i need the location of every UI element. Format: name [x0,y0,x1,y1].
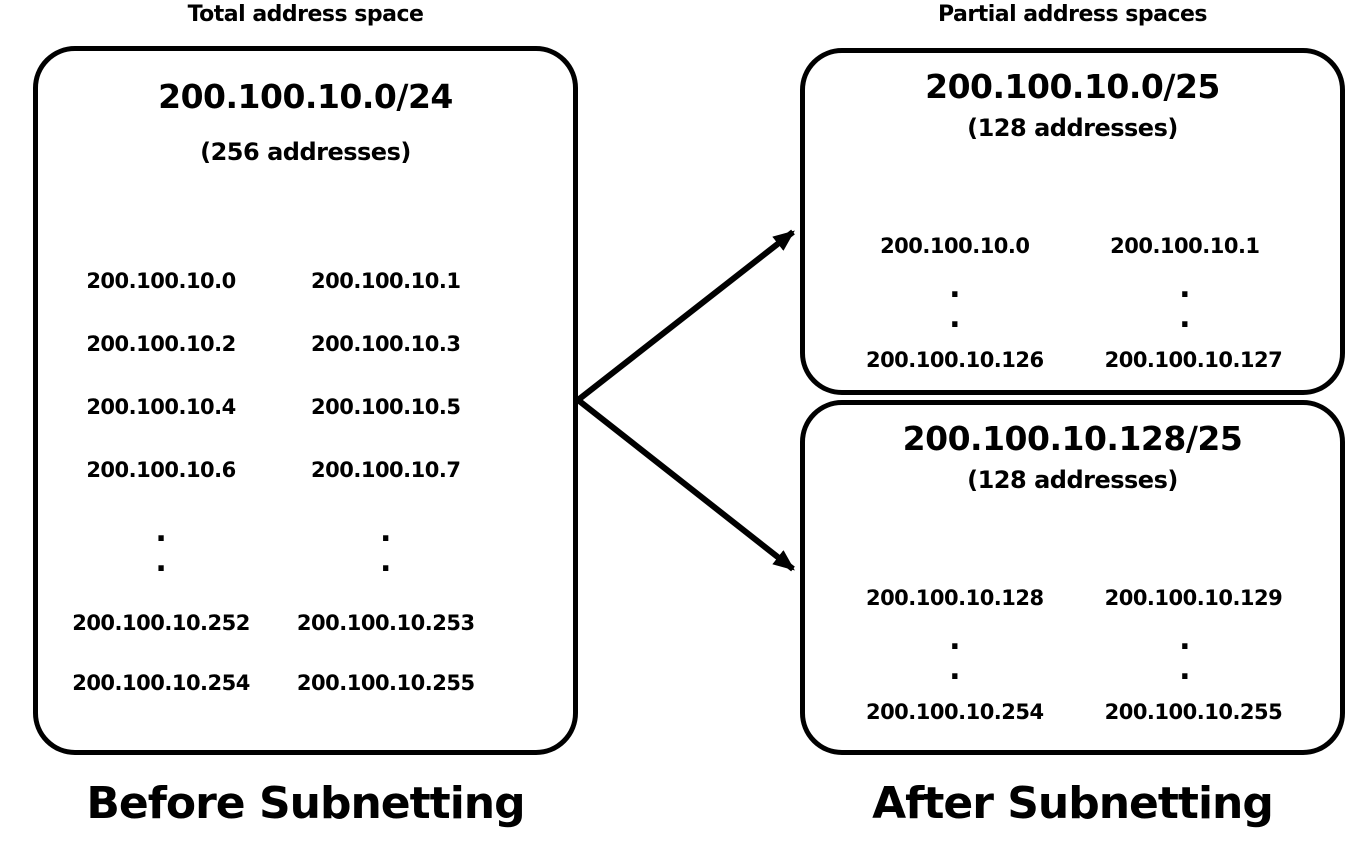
ip-address: 200.100.10.7 [311,457,461,482]
address-row: 200.100.10.126 200.100.10.127 [805,345,1340,375]
ellipsis-row: . . . . [805,613,1340,697]
address-list: 200.100.10.0 200.100.10.1 200.100.10.2 2… [38,249,573,713]
ip-address: 200.100.10.128 [865,586,1044,610]
address-row: 200.100.10.254 200.100.10.255 [805,697,1340,727]
subnet-box-2: 200.100.10.128/25 (128 addresses) 200.10… [800,400,1345,755]
ip-address: 200.100.10.5 [311,394,461,419]
address-count-label: (128 addresses) [967,114,1178,142]
ellipsis-dot: . [1179,270,1191,305]
vertical-ellipsis: . . [1179,625,1190,685]
ellipsis-row: . . . . [805,261,1340,345]
address-count-label: (256 addresses) [200,138,411,166]
address-list: 200.100.10.0 200.100.10.1 . . . . 200.10… [805,231,1340,375]
ellipsis-dot: . [1179,652,1191,687]
vertical-ellipsis: . . [155,517,166,577]
ellipsis-dot: . [155,544,167,579]
address-row: 200.100.10.0 200.100.10.1 [38,249,573,312]
ip-address: 200.100.10.2 [86,331,236,356]
ellipsis-dot: . [949,270,961,305]
address-row: 200.100.10.128 200.100.10.129 [805,583,1340,613]
ip-address: 200.100.10.253 [296,611,475,635]
total-address-space-box: 200.100.10.0/24 (256 addresses) 200.100.… [33,46,578,755]
ip-address: 200.100.10.254 [72,671,250,695]
vertical-ellipsis: . . [1179,273,1190,333]
ip-address: 200.100.10.0 [86,268,236,293]
ip-address: 200.100.10.127 [1104,348,1283,372]
ip-address: 200.100.10.255 [296,671,475,695]
ellipsis-row: . . . . [38,501,573,593]
address-row: 200.100.10.4 200.100.10.5 [38,375,573,438]
ip-address: 200.100.10.3 [311,331,461,356]
ellipsis-dot: . [380,544,392,579]
subnet-cidr-label: 200.100.10.0/25 [925,67,1220,106]
after-heading: Partial address spaces [937,2,1208,27]
ip-address: 200.100.10.254 [865,700,1044,724]
address-row: 200.100.10.0 200.100.10.1 [805,231,1340,261]
subnet-box-1: 200.100.10.0/25 (128 addresses) 200.100.… [800,48,1345,395]
address-row: 200.100.10.6 200.100.10.7 [38,438,573,501]
ip-address: 200.100.10.129 [1104,586,1283,610]
vertical-ellipsis: . . [949,625,960,685]
address-row: 200.100.10.252 200.100.10.253 [38,593,573,653]
ellipsis-dot: . [1179,300,1191,335]
arrow-to-subnet-1 [576,229,795,403]
before-caption: Before Subnetting [86,778,525,829]
ellipsis-dot: . [949,652,961,687]
vertical-ellipsis: . . [380,517,391,577]
ip-address: 200.100.10.126 [865,348,1044,372]
ip-address: 200.100.10.6 [86,457,236,482]
ip-address: 200.100.10.1 [1110,234,1260,258]
subnet-cidr-label: 200.100.10.128/25 [902,419,1243,458]
ellipsis-dot: . [1179,622,1191,657]
vertical-ellipsis: . . [949,273,960,333]
ellipsis-dot: . [380,514,392,549]
ip-address: 200.100.10.1 [311,268,461,293]
ip-address: 200.100.10.0 [880,234,1030,258]
address-row: 200.100.10.2 200.100.10.3 [38,312,573,375]
ellipsis-dot: . [949,300,961,335]
ip-address: 200.100.10.4 [86,394,236,419]
arrow-to-subnet-2 [576,397,795,572]
network-cidr-label: 200.100.10.0/24 [158,77,453,116]
address-count-label: (128 addresses) [967,466,1178,494]
ellipsis-dot: . [949,622,961,657]
after-caption: After Subnetting [872,778,1274,829]
ip-address: 200.100.10.252 [72,611,250,635]
ip-address: 200.100.10.255 [1104,700,1283,724]
before-heading: Total address space [187,2,424,27]
address-row: 200.100.10.254 200.100.10.255 [38,653,573,713]
address-list: 200.100.10.128 200.100.10.129 . . . . 20… [805,583,1340,727]
ellipsis-dot: . [155,514,167,549]
